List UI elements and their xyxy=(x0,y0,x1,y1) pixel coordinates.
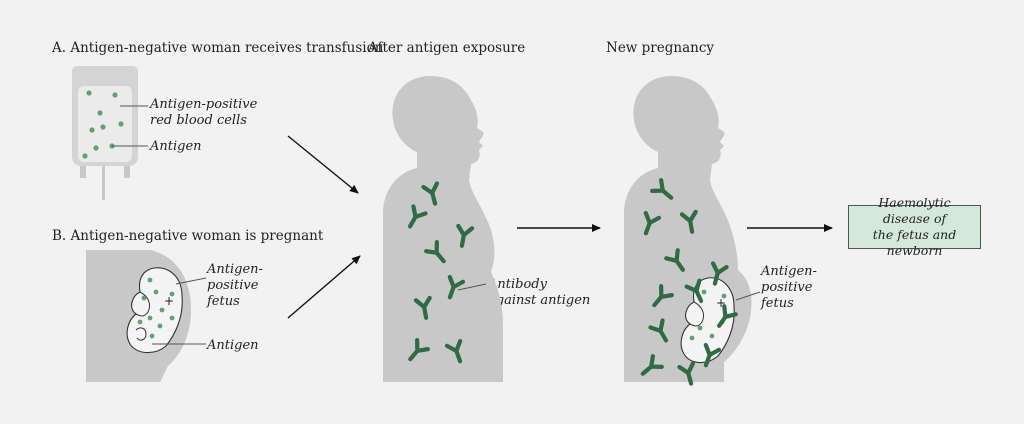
woman-silhouette-icon xyxy=(383,76,503,382)
fetus-label-b-line1: Antigen- xyxy=(207,262,263,277)
outcome-box: Haemolytic disease of the fetus and newb… xyxy=(848,195,981,258)
exposure-heading: After antigen exposure xyxy=(368,40,526,56)
fetus-label-c-line1: Antigen- xyxy=(761,264,817,279)
arrow-a-icon xyxy=(287,135,359,194)
panel-a-heading: A. Antigen-negative woman receives trans… xyxy=(52,40,384,56)
fetus-antigen-label: Antigen xyxy=(207,338,259,353)
antibody-label: Antibody against antigen xyxy=(488,277,590,309)
cells-label-line2: red blood cells xyxy=(150,113,247,128)
outcome-line2: the fetus and newborn xyxy=(872,227,957,258)
fetus-label-b-line3: fetus xyxy=(207,294,240,309)
fetus-label-b: Antigen- positive fetus xyxy=(207,262,263,310)
cells-label: Antigen-positive red blood cells xyxy=(150,97,257,129)
fetus-label-c: Antigen- positive fetus xyxy=(761,264,817,312)
fetus-label-c-line2: positive xyxy=(761,280,813,295)
fetus-label-b-line2: positive xyxy=(207,278,259,293)
bag-antigen-label: Antigen xyxy=(150,139,202,154)
cells-label-line1: Antigen-positive xyxy=(150,97,258,112)
outcome-line1: Haemolytic disease of xyxy=(878,195,951,226)
pregnant-woman-icon: + xyxy=(624,76,752,382)
svg-text:+: + xyxy=(164,294,174,308)
antibody-label-line2: against antigen xyxy=(488,293,591,308)
antibody-label-line1: Antibody xyxy=(488,277,547,292)
fetus-icon: + xyxy=(126,267,207,354)
fetus-label-c-line3: fetus xyxy=(761,296,794,311)
pregnancy-heading: New pregnancy xyxy=(606,40,714,56)
arrow-b-icon xyxy=(287,255,361,319)
panel-b-heading: B. Antigen-negative woman is pregnant xyxy=(52,228,324,244)
svg-text:+: + xyxy=(716,296,726,310)
blood-bag-icon xyxy=(72,66,148,200)
